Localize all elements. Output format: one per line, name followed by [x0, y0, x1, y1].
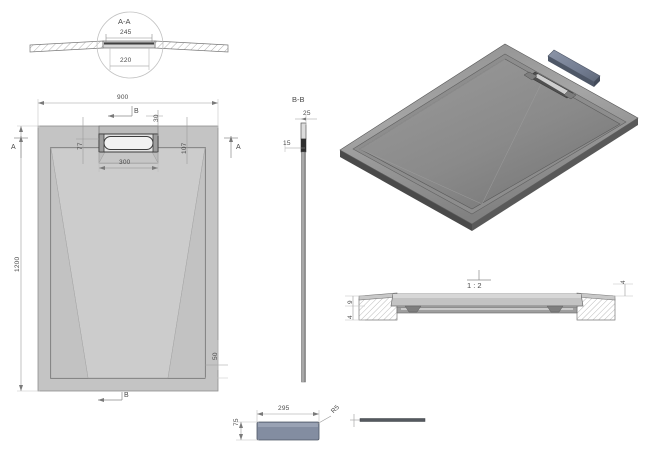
dim-left-offset: 77 — [77, 142, 84, 150]
dim-grate-length: 295 — [278, 405, 290, 412]
dim-right-edge-height: 4 — [620, 280, 627, 284]
dim-right-offset: 107 — [181, 142, 188, 154]
plan-geometry — [14, 99, 238, 402]
dim-overall-width: 900 — [117, 94, 129, 101]
dim-left-step-upper: 9 — [347, 300, 354, 304]
grate-edge-geometry — [350, 414, 426, 427]
section-aa-geometry — [29, 11, 229, 79]
dim-channel-outer-width: 245 — [120, 29, 132, 36]
view-detail-scale: 1 : 2 9 4 4 — [345, 262, 650, 342]
view-grate-part: 295 75 R5 — [225, 400, 350, 457]
dim-grate-width: 75 — [233, 418, 240, 426]
view-plan: 900 1200 300 77 107 30 50 A A B B — [0, 92, 250, 422]
dim-drain-edge-offset: 30 — [153, 114, 160, 122]
dim-bottom-edge-offset: 50 — [212, 352, 219, 360]
detail-scale-label: 1 : 2 — [467, 281, 482, 290]
section-aa-label: A-A — [118, 17, 131, 26]
view-isometric — [330, 28, 650, 268]
marker-section-a-right: A — [236, 144, 241, 151]
dim-grate-height: 25 — [303, 110, 311, 117]
section-bb-geometry — [284, 115, 317, 383]
marker-section-a-left: A — [11, 144, 16, 151]
dim-left-step-lower: 4 — [347, 315, 354, 319]
detail-scale-geometry — [345, 270, 633, 321]
section-bb-label: B-B — [292, 95, 305, 104]
dim-channel-inner-width: 220 — [120, 57, 132, 64]
view-grate-edge — [350, 408, 480, 438]
view-section-aa: A-A 245 220 — [0, 0, 240, 92]
dim-overall-length: 1200 — [14, 256, 21, 272]
view-section-bb: B-B 25 15 — [265, 92, 345, 412]
dim-tray-thickness: 15 — [283, 140, 291, 147]
isometric-geometry — [339, 43, 639, 231]
marker-section-b-top: B — [134, 108, 139, 115]
grate-part-geometry — [236, 410, 332, 441]
marker-section-b-bottom: B — [124, 392, 129, 399]
dim-drain-opening-width: 300 — [119, 159, 131, 166]
